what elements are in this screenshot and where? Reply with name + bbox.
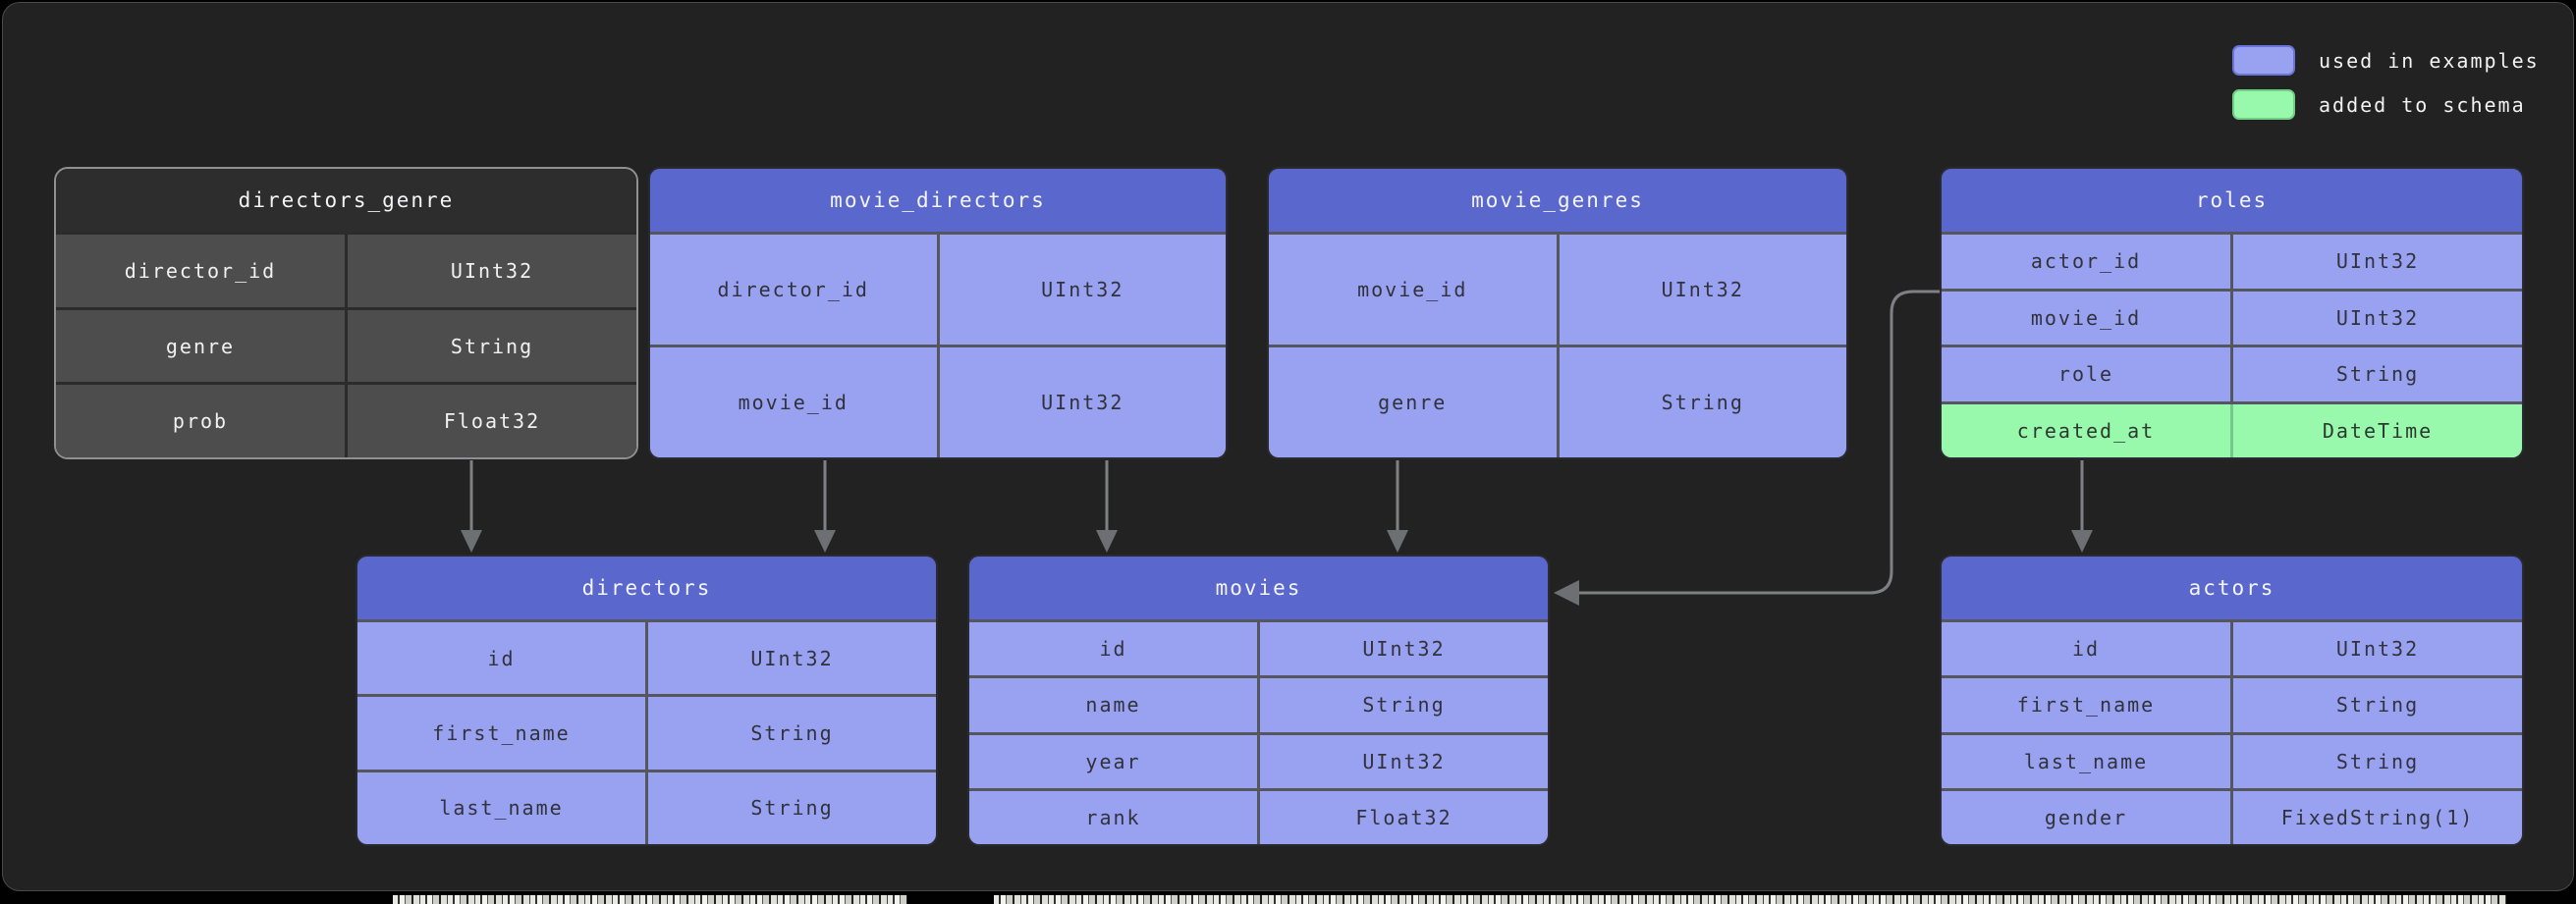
field-type-cell: UInt32 [2233, 235, 2522, 289]
table-movie-directors: movie_directors director_id UInt32 movie… [648, 167, 1228, 459]
field-name-cell: prob [56, 385, 345, 457]
table-header: movie_directors [650, 169, 1226, 232]
table-actors: actors id UInt32 first_name String last_… [1940, 555, 2524, 846]
table-header: actors [1942, 557, 2522, 619]
table-row: movie_id UInt32 [1269, 235, 1846, 345]
field-type-cell: UInt32 [939, 347, 1226, 457]
table-row: gender FixedString(1) [1942, 790, 2522, 844]
field-name-cell: genre [1269, 347, 1557, 457]
field-name-cell: director_id [56, 235, 345, 307]
field-type-cell: String [348, 309, 636, 383]
table-row: first_name String [357, 697, 936, 770]
table-row: director_id UInt32 [650, 235, 1226, 345]
table-header: directors_genre [56, 169, 636, 232]
legend-swatch-green [2232, 89, 2295, 120]
field-name-cell: genre [56, 309, 345, 383]
table-row: id UInt32 [1942, 622, 2522, 676]
table-header: roles [1942, 169, 2522, 232]
field-type-cell: Float32 [348, 385, 636, 457]
field-name-cell: gender [1942, 790, 2230, 844]
field-name-cell: actor_id [1942, 235, 2230, 289]
table-row: year UInt32 [969, 734, 1548, 788]
table-row: director_id UInt32 [56, 235, 636, 307]
field-name-cell: last_name [1942, 734, 2230, 788]
legend-label: added to schema [2319, 92, 2526, 117]
table-row: first_name String [1942, 678, 2522, 732]
field-name-cell: movie_id [1269, 235, 1557, 345]
field-name-cell: last_name [357, 771, 645, 844]
background-content-sliver [994, 895, 2506, 904]
table-movies: movies id UInt32 name String year UInt32… [967, 555, 1550, 846]
table-row: prob Float32 [56, 385, 636, 457]
table-row: rank Float32 [969, 790, 1548, 844]
field-name-cell: rank [969, 790, 1257, 844]
field-type-cell: UInt32 [1260, 622, 1548, 676]
field-name-cell: created_at [1942, 403, 2230, 457]
table-row: genre String [1269, 347, 1846, 457]
table-row: actor_id UInt32 [1942, 235, 2522, 289]
table-row: last_name String [1942, 734, 2522, 788]
field-type-cell: Float32 [1260, 790, 1548, 844]
table-roles: roles actor_id UInt32 movie_id UInt32 ro… [1940, 167, 2524, 459]
legend: used in examples added to schema [2232, 45, 2540, 120]
table-header: movies [969, 557, 1548, 619]
field-type-cell: UInt32 [648, 622, 936, 695]
field-type-cell: UInt32 [348, 235, 636, 307]
legend-item-added-to-schema: added to schema [2232, 89, 2540, 120]
legend-label: used in examples [2319, 48, 2540, 73]
legend-swatch-blue [2232, 45, 2295, 76]
field-type-cell: String [2233, 678, 2522, 732]
legend-item-used-in-examples: used in examples [2232, 45, 2540, 76]
field-type-cell: UInt32 [1559, 235, 1846, 345]
table-row: last_name String [357, 771, 936, 844]
field-type-cell: String [2233, 734, 2522, 788]
field-type-cell: UInt32 [1260, 734, 1548, 788]
table-movie-genres: movie_genres movie_id UInt32 genre Strin… [1267, 167, 1848, 459]
field-name-cell: id [969, 622, 1257, 676]
table-directors: directors id UInt32 first_name String la… [356, 555, 938, 846]
field-name-cell: role [1942, 347, 2230, 401]
field-type-cell: String [648, 697, 936, 770]
table-header: movie_genres [1269, 169, 1846, 232]
table-row: id UInt32 [357, 622, 936, 695]
field-name-cell: name [969, 678, 1257, 732]
table-row: genre String [56, 309, 636, 383]
field-name-cell: id [357, 622, 645, 695]
table-row: movie_id UInt32 [1942, 291, 2522, 345]
field-type-cell: String [1260, 678, 1548, 732]
field-name-cell: year [969, 734, 1257, 788]
table-header: directors [357, 557, 936, 619]
table-row: movie_id UInt32 [650, 347, 1226, 457]
field-type-cell: String [2233, 347, 2522, 401]
field-type-cell: UInt32 [939, 235, 1226, 345]
table-directors-genre: directors_genre director_id UInt32 genre… [54, 167, 638, 459]
field-type-cell: String [1559, 347, 1846, 457]
field-name-cell: movie_id [650, 347, 937, 457]
field-type-cell: DateTime [2233, 403, 2522, 457]
field-name-cell: movie_id [1942, 291, 2230, 345]
table-row-added-to-schema: created_at DateTime [1942, 403, 2522, 457]
field-type-cell: UInt32 [2233, 622, 2522, 676]
table-row: role String [1942, 347, 2522, 401]
field-type-cell: String [648, 771, 936, 844]
table-row: name String [969, 678, 1548, 732]
field-name-cell: director_id [650, 235, 937, 345]
field-name-cell: id [1942, 622, 2230, 676]
table-row: id UInt32 [969, 622, 1548, 676]
field-type-cell: UInt32 [2233, 291, 2522, 345]
background-content-sliver [393, 895, 907, 904]
field-name-cell: first_name [357, 697, 645, 770]
field-type-cell: FixedString(1) [2233, 790, 2522, 844]
field-name-cell: first_name [1942, 678, 2230, 732]
